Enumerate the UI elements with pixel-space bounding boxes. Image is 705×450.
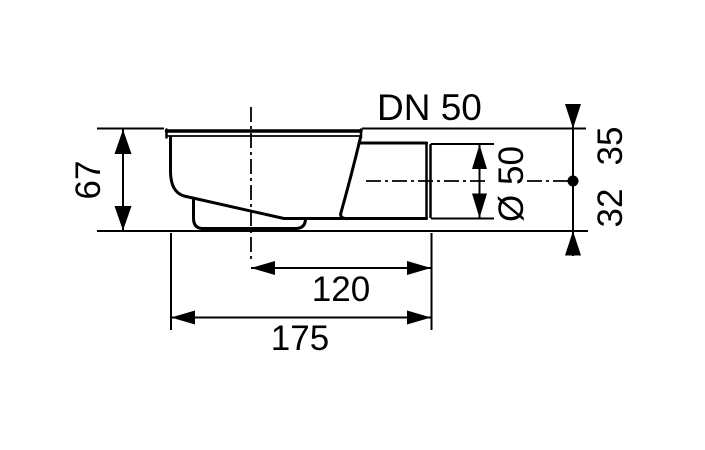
centerline-marker-dot	[567, 175, 579, 187]
height-arrow-down-icon	[114, 206, 132, 231]
dim-text-outlet-length: 120	[312, 270, 370, 309]
body-right-wall	[339, 136, 362, 221]
dim-text-overall-length: 175	[271, 319, 329, 358]
dim-text-offset-bottom: 32	[591, 189, 630, 228]
body-left-wall-and-bottom	[169, 136, 428, 220]
sump-outline	[192, 198, 307, 230]
dimension-text-group: DN 50 67 Ø 50 35 32 120 175	[69, 87, 630, 358]
dim-text-offset-top: 35	[591, 127, 630, 166]
offset-arrow-top-icon	[565, 104, 581, 129]
outlet-length-arrow-left-icon	[251, 261, 275, 275]
drain-body-group	[164, 128, 432, 230]
outlet-length-arrow-right-icon	[407, 261, 431, 275]
dim-text-outlet-diameter: Ø 50	[492, 146, 531, 222]
offset-arrow-bottom-icon	[565, 231, 581, 256]
dim-text-body-height: 67	[69, 161, 108, 200]
overall-length-arrow-left-icon	[171, 310, 195, 325]
diameter-arrow-up-icon	[472, 144, 487, 169]
overall-length-arrow-right-icon	[407, 310, 431, 325]
arrowhead-group	[114, 104, 581, 325]
diameter-arrow-down-icon	[472, 193, 487, 218]
height-arrow-up-icon	[114, 129, 132, 154]
nominal-size-label: DN 50	[377, 87, 482, 128]
